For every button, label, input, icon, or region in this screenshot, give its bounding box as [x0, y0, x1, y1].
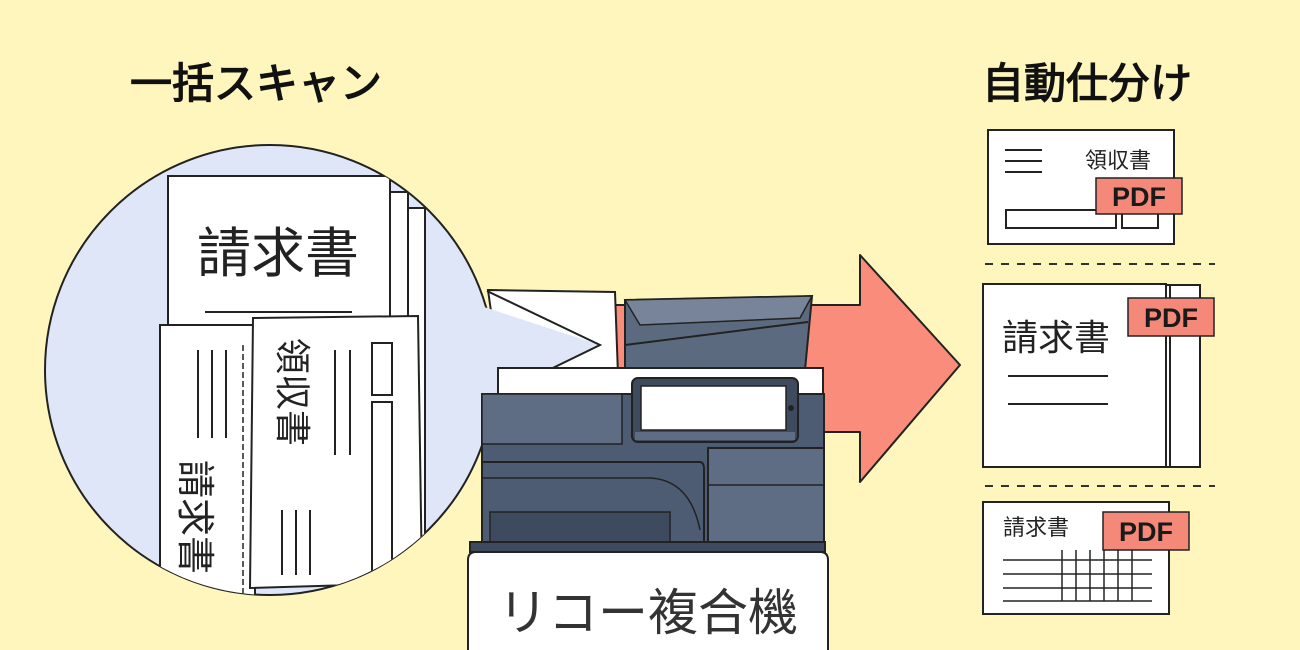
mfp-device: リコー複合機 [467, 294, 829, 650]
sorted-invoice-small: 請求書 PDF [982, 501, 1190, 615]
heading-auto-sort: 自動仕分け [982, 59, 1192, 108]
panel-screen [640, 385, 787, 431]
sorted-receipt: 領収書 PDF [987, 129, 1183, 245]
sorted-invoice: 請求書 PDF [982, 283, 1215, 468]
svg-text:PDF: PDF [1119, 517, 1173, 547]
svg-text:PDF: PDF [1112, 182, 1166, 212]
pdf-badge [1102, 511, 1190, 551]
receipt-title: 領収書 [1085, 149, 1151, 174]
invoice-small-title: 請求書 [1003, 516, 1069, 541]
pdf-badge [1095, 177, 1183, 215]
invoice-sheet-rotated [159, 324, 256, 595]
receipt-rotated-title: 領収書 [271, 338, 312, 446]
svg-text:PDF: PDF [1144, 303, 1198, 333]
invoice-sorted-title: 請求書 [1002, 318, 1110, 359]
invoice-title: 請求書 [197, 222, 359, 285]
mfp-label-panel [467, 551, 829, 650]
document-stack: 請求書 請求書 領収書 [159, 175, 426, 595]
heading-batch-scan: 一括スキャン [130, 59, 382, 108]
mfp-label: リコー複合機 [498, 584, 798, 642]
invoice-rotated-title: 請求書 [173, 460, 217, 574]
pdf-badge [1127, 297, 1215, 337]
